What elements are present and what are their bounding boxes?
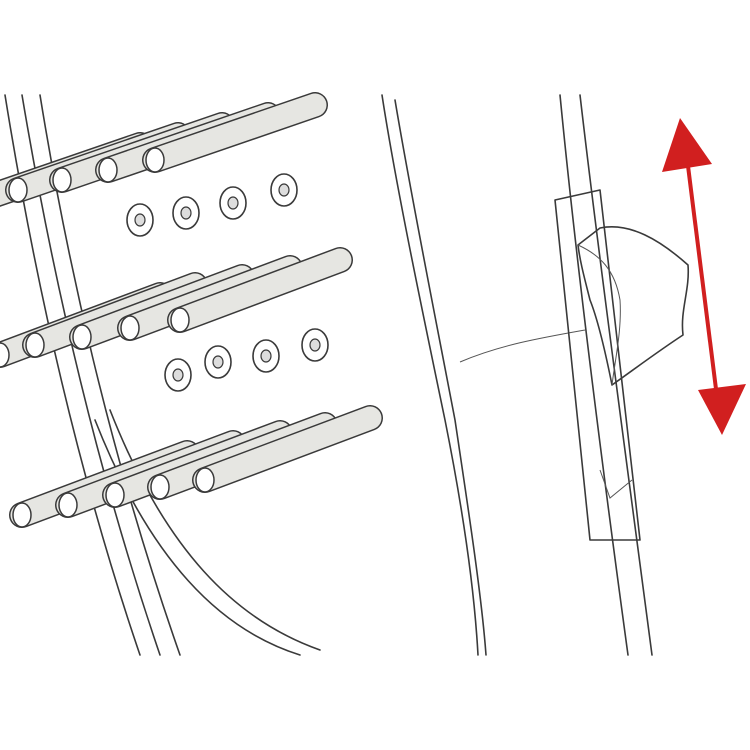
washer (172, 196, 200, 230)
washer (270, 173, 298, 207)
washer (164, 358, 192, 392)
right-frame (554, 94, 690, 656)
washer (219, 186, 247, 220)
washer-group (126, 173, 329, 392)
washer (204, 345, 232, 379)
rod-group (0, 92, 383, 528)
rod (167, 247, 353, 333)
double-headed-arrow-icon (662, 118, 746, 435)
washer (126, 203, 154, 237)
washer (301, 328, 329, 362)
rod (192, 405, 383, 493)
rod (142, 92, 328, 173)
washer (252, 339, 280, 373)
